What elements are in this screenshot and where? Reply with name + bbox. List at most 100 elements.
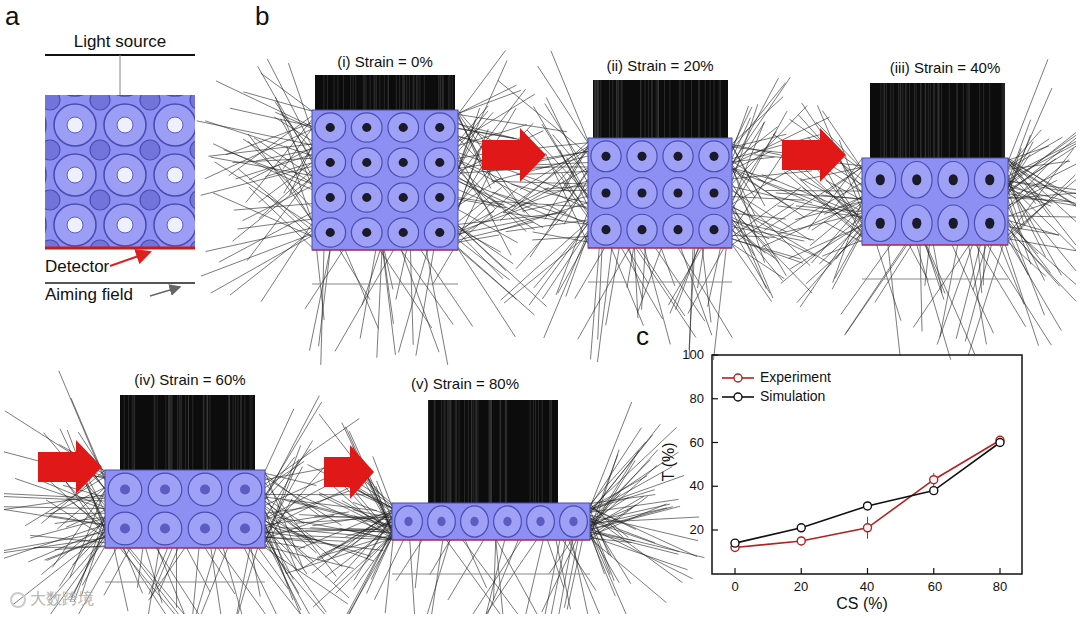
watermark-logo [11,593,25,607]
incident-ray [679,80,680,140]
scattered-ray [371,535,392,580]
scattered-ray [353,536,392,590]
scattered-ray [590,515,683,583]
incident-ray [428,400,429,505]
foam-pore [560,506,588,537]
incident-ray [549,400,550,505]
incident-ray [968,83,969,160]
foam-block [105,470,265,548]
incident-ray [664,80,665,140]
incident-ray [491,400,492,505]
scattered-ray [267,59,312,146]
scattered-ray [176,548,177,608]
scattered-ray [335,250,394,351]
scattered-ray [732,151,771,170]
scattered-ray [211,236,312,293]
scattered-ray [590,427,677,509]
scattered-ray [249,148,312,180]
scattered-ray [1008,180,1076,236]
scattered-ray [933,245,942,293]
scattered-ray [732,145,761,198]
incident-ray [902,83,903,160]
tick-label: 80 [993,580,1007,594]
pore-window [470,517,478,526]
scattered-ray [811,205,862,263]
scattered-ray [458,232,503,278]
incident-ray [500,400,501,505]
scattered-ray [339,528,392,539]
scattered-ray [265,467,332,480]
incident-ray [376,75,377,112]
aiming-field-line [312,284,458,285]
incident-ray [413,75,414,112]
incident-ray [698,80,699,140]
pore-window [399,228,408,237]
scattered-ray [637,248,661,313]
incident-ray [237,395,238,472]
scattered-ray [238,169,312,230]
scattered-ray [542,540,577,612]
scattered-ray [597,248,611,362]
scattered-ray [758,179,862,218]
data-marker [930,487,938,495]
part-label: Aiming field [45,286,133,305]
ray-panel [754,59,1076,359]
incident-ray [440,75,441,112]
foam-pore [424,148,455,177]
incident-ray [597,80,598,140]
scattered-ray [238,548,258,614]
incident-ray [1004,83,1005,160]
scattered-ray [1008,220,1059,235]
scattered-ray [146,548,163,603]
incident-ray [640,80,641,140]
scattered-ray [129,548,184,614]
detector-line [312,249,458,250]
scattered-ray [465,540,486,588]
foam-pore [627,141,657,172]
pore-window [673,225,682,234]
scattered-ray [1008,197,1070,201]
legend-text: Experiment [760,370,831,385]
pore-window [435,123,444,132]
foam-pore [663,178,693,209]
scattered-ray [526,540,543,614]
scattered-ray [590,532,678,554]
incident-ray [471,400,472,505]
scattered-ray [806,233,862,284]
incident-ray [447,400,448,505]
scattered-ray [732,157,774,162]
incident-ray [949,83,950,160]
incident-ray [192,395,193,472]
scattered-ray [458,205,532,232]
scattered-ray [383,250,393,324]
pore-window [601,188,610,197]
scattered-ray [713,248,726,360]
incident-ray [464,400,465,505]
incident-ray [710,80,711,140]
panel-letter: c [636,322,649,351]
incident-ray [172,395,173,472]
foam-pore [228,473,262,506]
scattered-ray [1008,88,1052,189]
incident-rays [870,83,1005,160]
scattered-ray [732,107,752,148]
incident-ray [334,75,335,112]
scattered-ray [590,536,687,570]
foam-pore [428,506,456,537]
foam-pore [591,214,621,245]
incident-ray [475,400,476,505]
plot-frame [712,355,1022,574]
scattered-ray [248,141,312,207]
scattered-ray [1008,133,1076,187]
tick-label: 0 [731,580,738,594]
incident-ray [609,80,610,140]
pore-window [240,485,250,495]
scattered-ray [265,520,313,561]
scattered-ray [318,513,392,561]
incident-ray [170,395,171,472]
pore-window [326,158,335,167]
foam-pore [388,148,419,177]
pore-window [637,188,646,197]
scattered-ray [279,528,392,533]
foam-pore [591,141,621,172]
